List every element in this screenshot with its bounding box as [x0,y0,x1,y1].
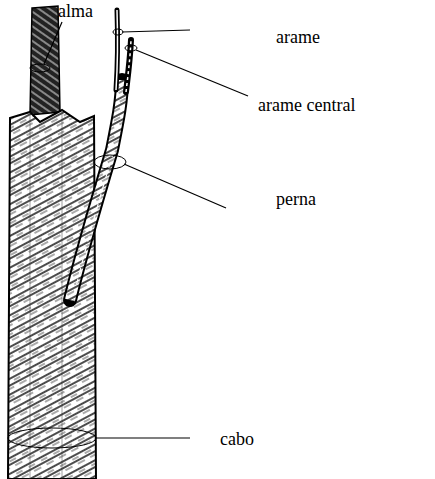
part-label: perna [276,190,316,210]
leader-line [124,164,226,208]
callout-ring [113,29,123,35]
leader-line [96,437,190,438]
leader-line [136,50,248,96]
rope-body [8,110,96,479]
leader-line [122,30,190,32]
leader-line [44,22,62,64]
rope-strand [70,80,122,300]
callout-ring [8,428,96,448]
callout-ring [94,155,126,169]
callout-ring [30,64,50,72]
central-wire [126,40,131,92]
part-label: alma [58,2,93,22]
part-label: arame [276,28,320,48]
callout-ring [125,45,137,51]
wire [116,10,118,90]
part-label: cabo [220,430,254,450]
part-label: arame central [258,96,355,116]
